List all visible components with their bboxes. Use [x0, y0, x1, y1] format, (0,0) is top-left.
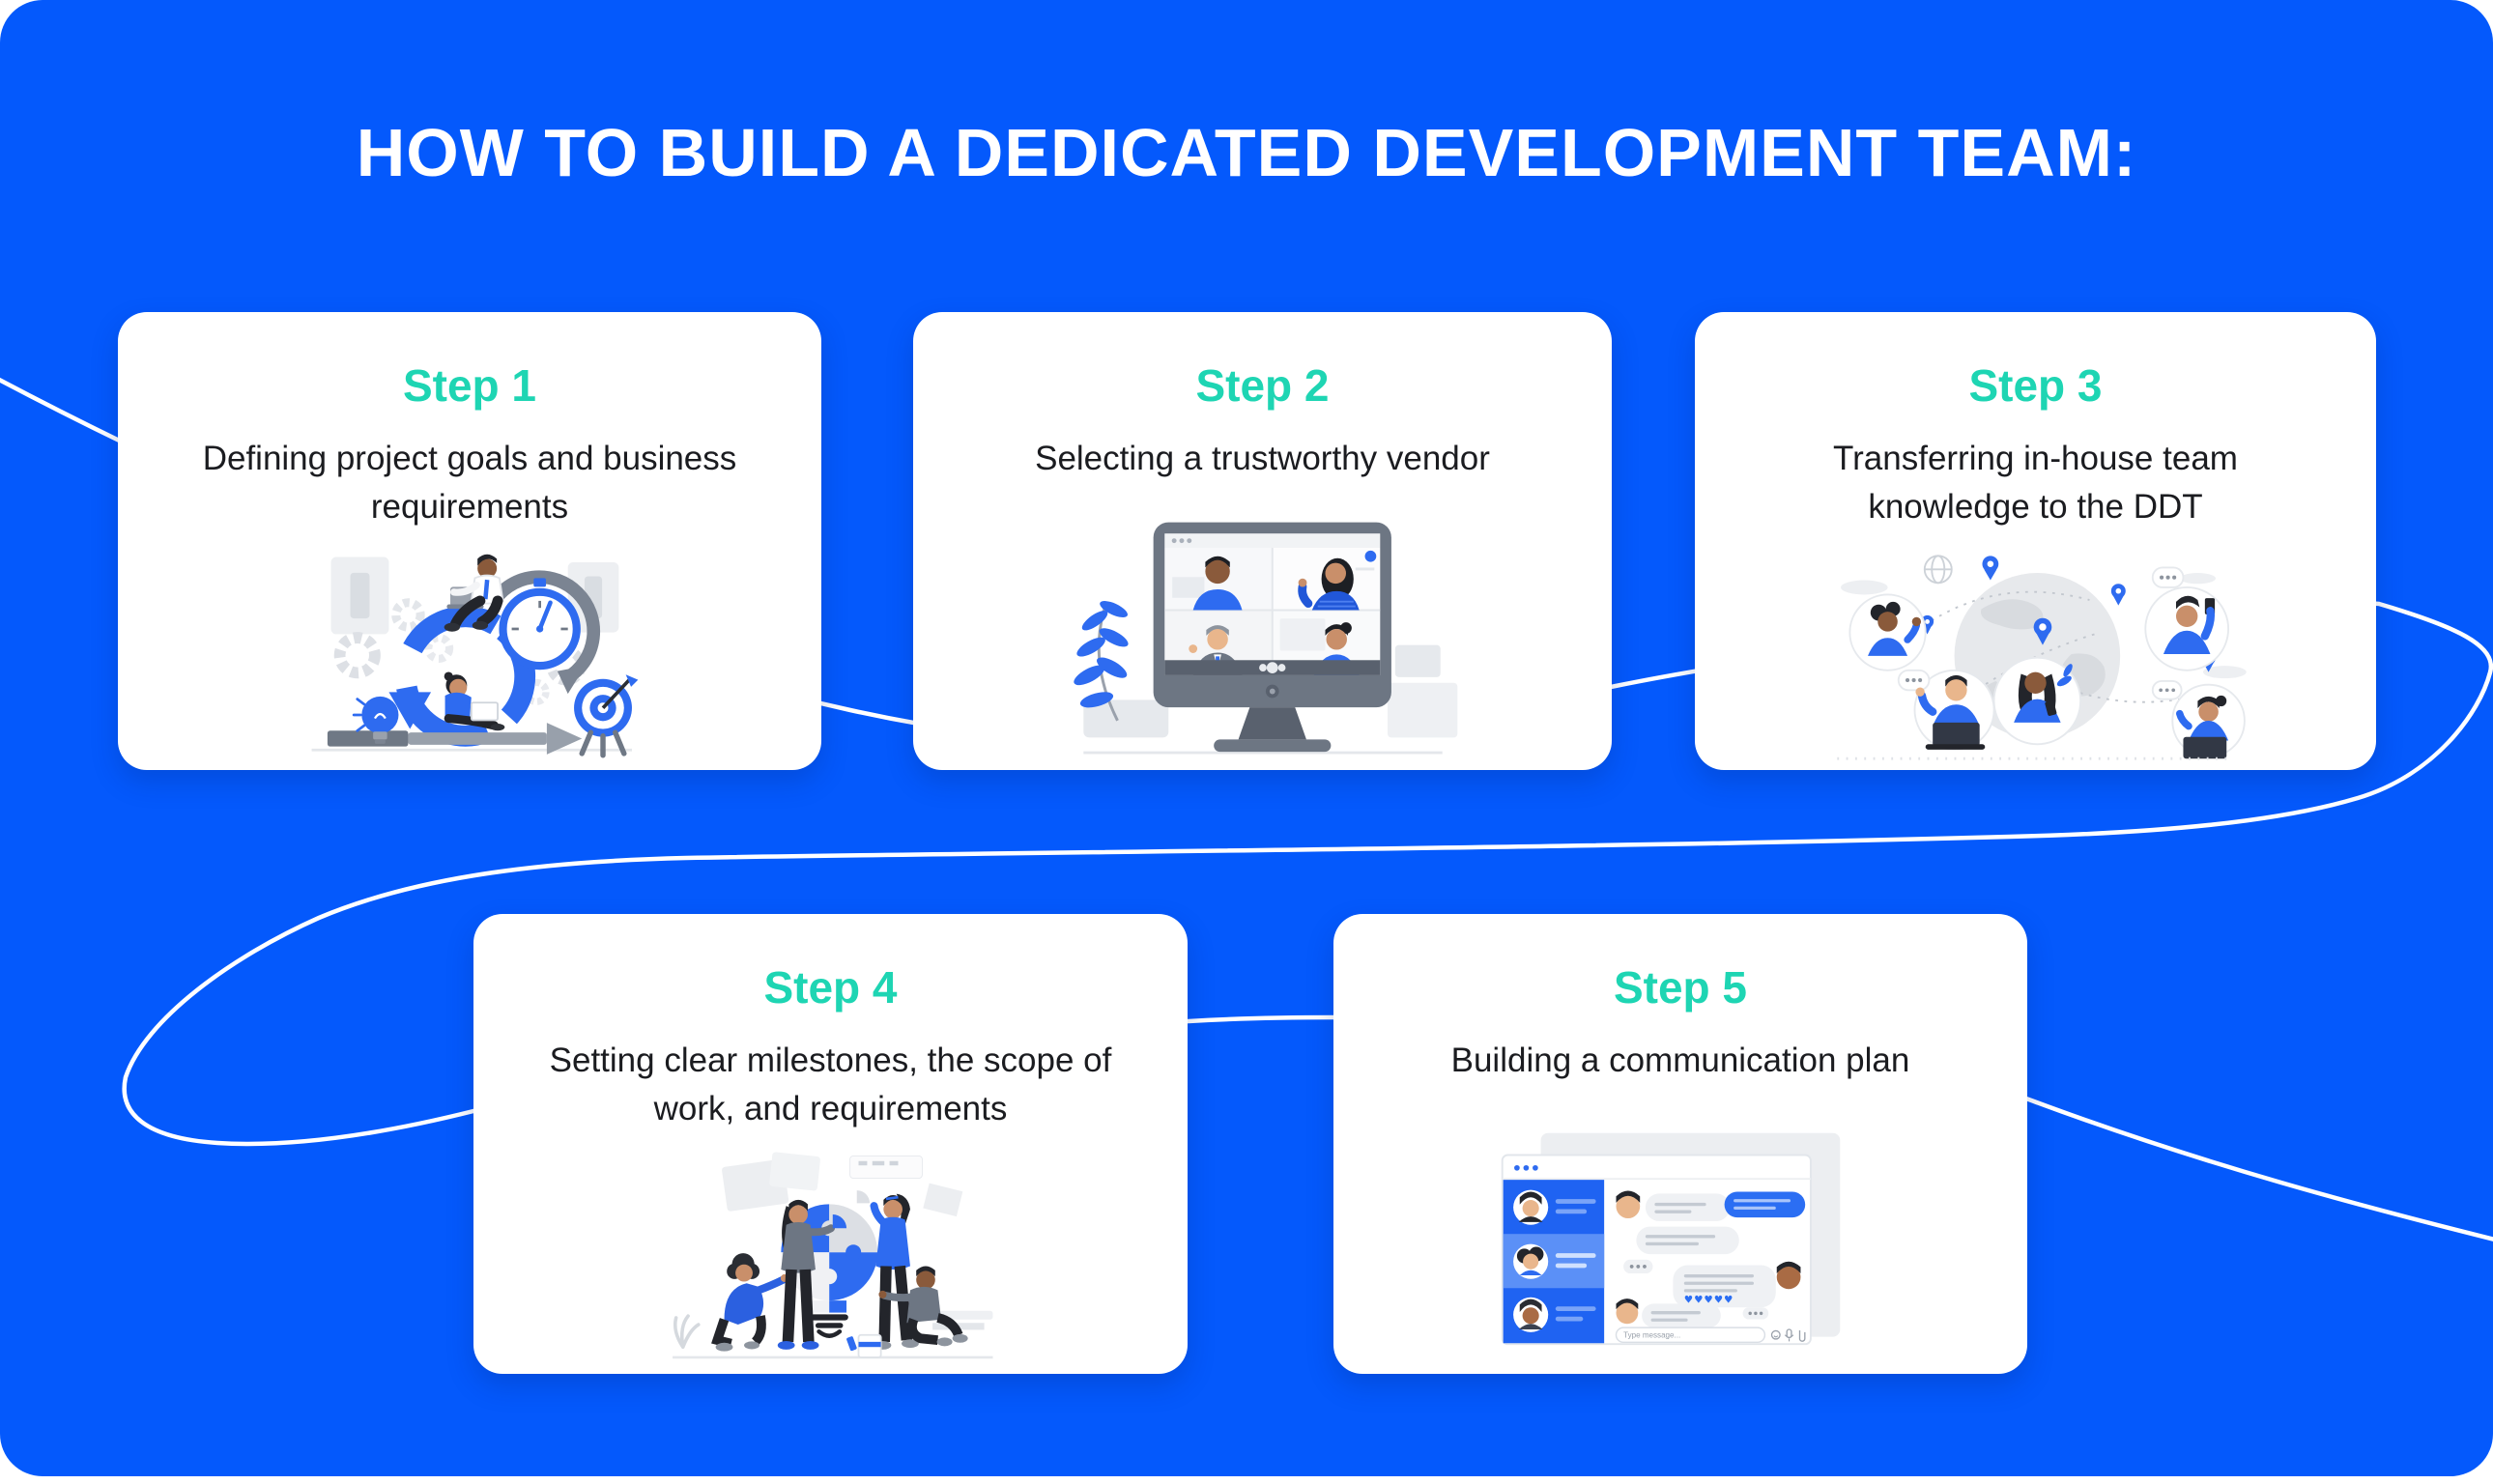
step-1-label: Step 1 [402, 360, 537, 411]
monitor-icon [1153, 522, 1391, 753]
step-2-description: Selecting a trustworthy vendor [1035, 439, 1490, 477]
step-5-label: Step 5 [1613, 962, 1748, 1013]
page-title: HOW TO BUILD A DEDICATED DEVELOPMENT TEA… [356, 115, 2137, 190]
video-call-illustration [1073, 522, 1457, 755]
step-card-2: Step 2 Selecting a trustworthy vendor [913, 312, 1612, 770]
chat-window: ♥♥♥♥♥ Type message... [1501, 1154, 1812, 1346]
step-card-1: Step 1 Defining project goals and busine… [118, 312, 821, 770]
emoji-icon [1770, 1329, 1781, 1340]
teammate-phone-woman [1992, 656, 2082, 746]
message-input: Type message... [1615, 1327, 1806, 1344]
step-3-label: Step 3 [1968, 360, 2103, 411]
teammate-laptop-woman [2151, 680, 2246, 759]
step-card-3: Step 3 Transferring in-house team knowle… [1695, 312, 2376, 770]
global-team-illustration [1837, 555, 2247, 760]
stopwatch-icon [486, 570, 601, 695]
woman-with-laptop [444, 671, 505, 731]
chat-app-illustration: ♥♥♥♥♥ Type message... [1501, 1132, 1841, 1346]
step-card-5: Step 5 Building a communication plan [1333, 914, 2027, 1374]
step-4-label: Step 4 [763, 962, 898, 1013]
step-card-4: Step 4 Setting clear milestones, the sco… [473, 914, 1188, 1374]
message-input-placeholder: Type message... [1623, 1331, 1680, 1340]
teammate-waving-woman [1848, 593, 1927, 671]
contact-sidebar [1503, 1180, 1605, 1344]
attachment-icon [1798, 1329, 1806, 1342]
paint-bucket-icon [845, 1333, 882, 1358]
step-1-description: Defining project goals and business requ… [202, 439, 737, 526]
kneeling-man [877, 1266, 968, 1347]
crouching-man [710, 1253, 788, 1352]
microphone-icon [1784, 1328, 1794, 1342]
planning-illustration [311, 554, 639, 758]
target-icon [574, 674, 639, 758]
wireframe-globe-icon [1923, 555, 1953, 585]
teammate-laptop-man [1897, 669, 1995, 751]
step-4-description: Setting clear milestones, the scope of w… [549, 1041, 1112, 1127]
step-3-description: Transferring in-house team knowledge to … [1833, 439, 2238, 526]
step-2-label: Step 2 [1195, 360, 1330, 411]
step-5-description: Building a communication plan [1450, 1041, 1910, 1079]
teammate-phone-man [2144, 566, 2230, 671]
svg-text:♥♥♥♥♥: ♥♥♥♥♥ [1684, 1294, 1734, 1305]
puzzle-lightbulb-illustration [672, 1152, 992, 1359]
